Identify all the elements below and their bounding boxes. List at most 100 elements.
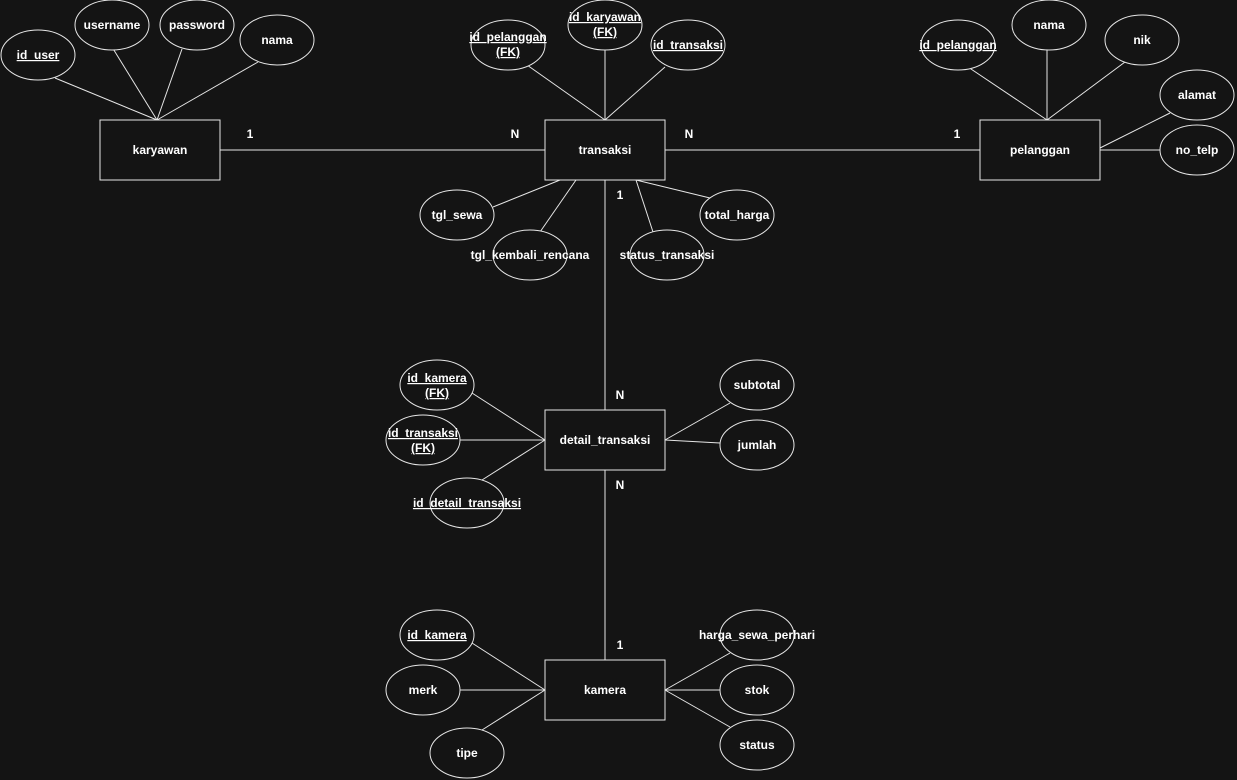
attr-subtotal[interactable]: subtotal — [719, 359, 795, 411]
attr-label-line2: (FK) — [411, 441, 435, 455]
attr-label: nama — [261, 33, 293, 47]
entity-label: detail_transaksi — [560, 433, 651, 447]
attr-nik[interactable]: nik — [1104, 14, 1180, 66]
link-nik — [1046, 61, 1126, 121]
entity-kamera[interactable]: kamera — [544, 659, 666, 721]
link-tipe — [481, 689, 546, 731]
link-status — [664, 689, 731, 728]
attr-id-user[interactable]: id_user — [0, 29, 76, 81]
link-id-pelanggan-fk — [526, 64, 606, 121]
link-jumlah — [664, 439, 721, 444]
entity-pelanggan[interactable]: pelanggan — [979, 119, 1101, 181]
attr-label-line2: (FK) — [593, 25, 617, 39]
attr-label: id_pelanggan — [919, 38, 996, 52]
attr-label-line1: id_pelanggan — [469, 30, 546, 44]
attr-id-pelanggan[interactable]: id_pelanggan — [919, 19, 997, 71]
attr-status[interactable]: status — [719, 719, 795, 771]
attr-label: merk — [409, 683, 438, 697]
attr-label: nik — [1133, 33, 1151, 47]
link-subtotal — [664, 402, 731, 441]
cardinality-transaksi-right: N — [685, 127, 694, 141]
attr-tgl-sewa[interactable]: tgl_sewa — [419, 189, 495, 241]
attr-label: id_detail_transaksi — [413, 496, 521, 510]
attr-id-transaksi[interactable]: id_transaksi — [650, 19, 726, 71]
attr-label: stok — [745, 683, 770, 697]
attr-label: harga_sewa_perhari — [699, 628, 815, 642]
cardinality-transaksi-left: N — [511, 127, 520, 141]
attr-label: status_transaksi — [620, 248, 715, 262]
attr-tipe[interactable]: tipe — [429, 727, 505, 779]
attr-id-detail-transaksi[interactable]: id_detail_transaksi — [413, 477, 521, 529]
link-id-detail-transaksi — [481, 439, 546, 481]
attr-id-pelanggan-fk[interactable]: id_pelanggan (FK) — [469, 19, 547, 71]
link-username — [111, 46, 158, 121]
attr-jumlah[interactable]: jumlah — [719, 419, 795, 471]
attr-label: alamat — [1178, 88, 1216, 102]
attr-tgl-kembali-rencana[interactable]: tgl_kembali_rencana — [471, 229, 590, 281]
attr-label-line1: id_karyawan — [569, 10, 641, 24]
attr-label-line1: id_transaksi — [388, 426, 458, 440]
attr-label-line1: id_kamera — [407, 371, 467, 385]
link-tgl-kembali — [539, 179, 577, 233]
link-harga-sewa — [664, 652, 731, 691]
attr-status-transaksi[interactable]: status_transaksi — [620, 229, 715, 281]
attr-label: tgl_sewa — [432, 208, 483, 222]
link-status-transaksi — [635, 179, 654, 233]
attr-pelanggan-nama[interactable]: nama — [1011, 0, 1087, 51]
attr-stok[interactable]: stok — [719, 664, 795, 716]
cardinality-detail-top: N — [616, 388, 625, 402]
attr-id-karyawan-fk[interactable]: id_karyawan (FK) — [567, 0, 643, 51]
attr-label-line2: (FK) — [425, 386, 449, 400]
link-id-kamera — [471, 642, 546, 691]
attr-label: id_transaksi — [653, 38, 723, 52]
attr-label-line2: (FK) — [496, 45, 520, 59]
attr-label: status — [739, 738, 775, 752]
link-id-pelanggan — [967, 66, 1048, 121]
link-id-user — [54, 77, 158, 121]
attr-label: password — [169, 18, 225, 32]
attr-label: tipe — [456, 746, 478, 760]
attr-karyawan-nama[interactable]: nama — [239, 14, 315, 66]
attr-label: id_user — [17, 48, 60, 62]
attr-total-harga[interactable]: total_harga — [699, 189, 775, 241]
entity-label: pelanggan — [1010, 143, 1070, 157]
cardinalities: 1 N N 1 1 N N 1 — [247, 127, 961, 652]
entity-label: karyawan — [133, 143, 188, 157]
link-tgl-sewa — [492, 179, 561, 208]
entity-detail-transaksi[interactable]: detail_transaksi — [544, 409, 666, 471]
attr-id-transaksi-fk[interactable]: id_transaksi (FK) — [385, 414, 461, 466]
attr-label: username — [84, 18, 141, 32]
attr-label: subtotal — [734, 378, 781, 392]
link-id-kamera-fk — [471, 392, 546, 441]
entity-label: kamera — [584, 683, 626, 697]
attr-label: id_kamera — [407, 628, 467, 642]
attr-username[interactable]: username — [74, 0, 150, 51]
attr-password[interactable]: password — [159, 0, 235, 51]
attr-label: tgl_kembali_rencana — [471, 248, 590, 262]
attr-label: total_harga — [705, 208, 770, 222]
attr-id-kamera[interactable]: id_kamera — [399, 609, 475, 661]
link-alamat — [1099, 112, 1171, 149]
attr-harga-sewa-perhari[interactable]: harga_sewa_perhari — [699, 609, 815, 661]
entity-karyawan[interactable]: karyawan — [99, 119, 221, 181]
link-password — [156, 48, 183, 121]
link-id-transaksi — [604, 66, 666, 121]
attr-merk[interactable]: merk — [385, 664, 461, 716]
attr-label: no_telp — [1176, 143, 1219, 157]
entity-transaksi[interactable]: transaksi — [544, 119, 666, 181]
attr-alamat[interactable]: alamat — [1159, 69, 1235, 121]
cardinality-kamera-top: 1 — [617, 638, 624, 652]
link-total-harga — [635, 179, 711, 199]
attr-label: jumlah — [737, 438, 777, 452]
attr-no-telp[interactable]: no_telp — [1159, 124, 1235, 176]
cardinality-transaksi-bottom: 1 — [617, 188, 624, 202]
cardinality-detail-bottom: N — [616, 478, 625, 492]
cardinality-pelanggan: 1 — [954, 127, 961, 141]
cardinality-karyawan: 1 — [247, 127, 254, 141]
connectors — [54, 46, 1171, 731]
link-karyawan-nama — [156, 61, 259, 121]
entity-label: transaksi — [579, 143, 632, 157]
attr-id-kamera-fk[interactable]: id_kamera (FK) — [399, 359, 475, 411]
attr-label: nama — [1033, 18, 1065, 32]
